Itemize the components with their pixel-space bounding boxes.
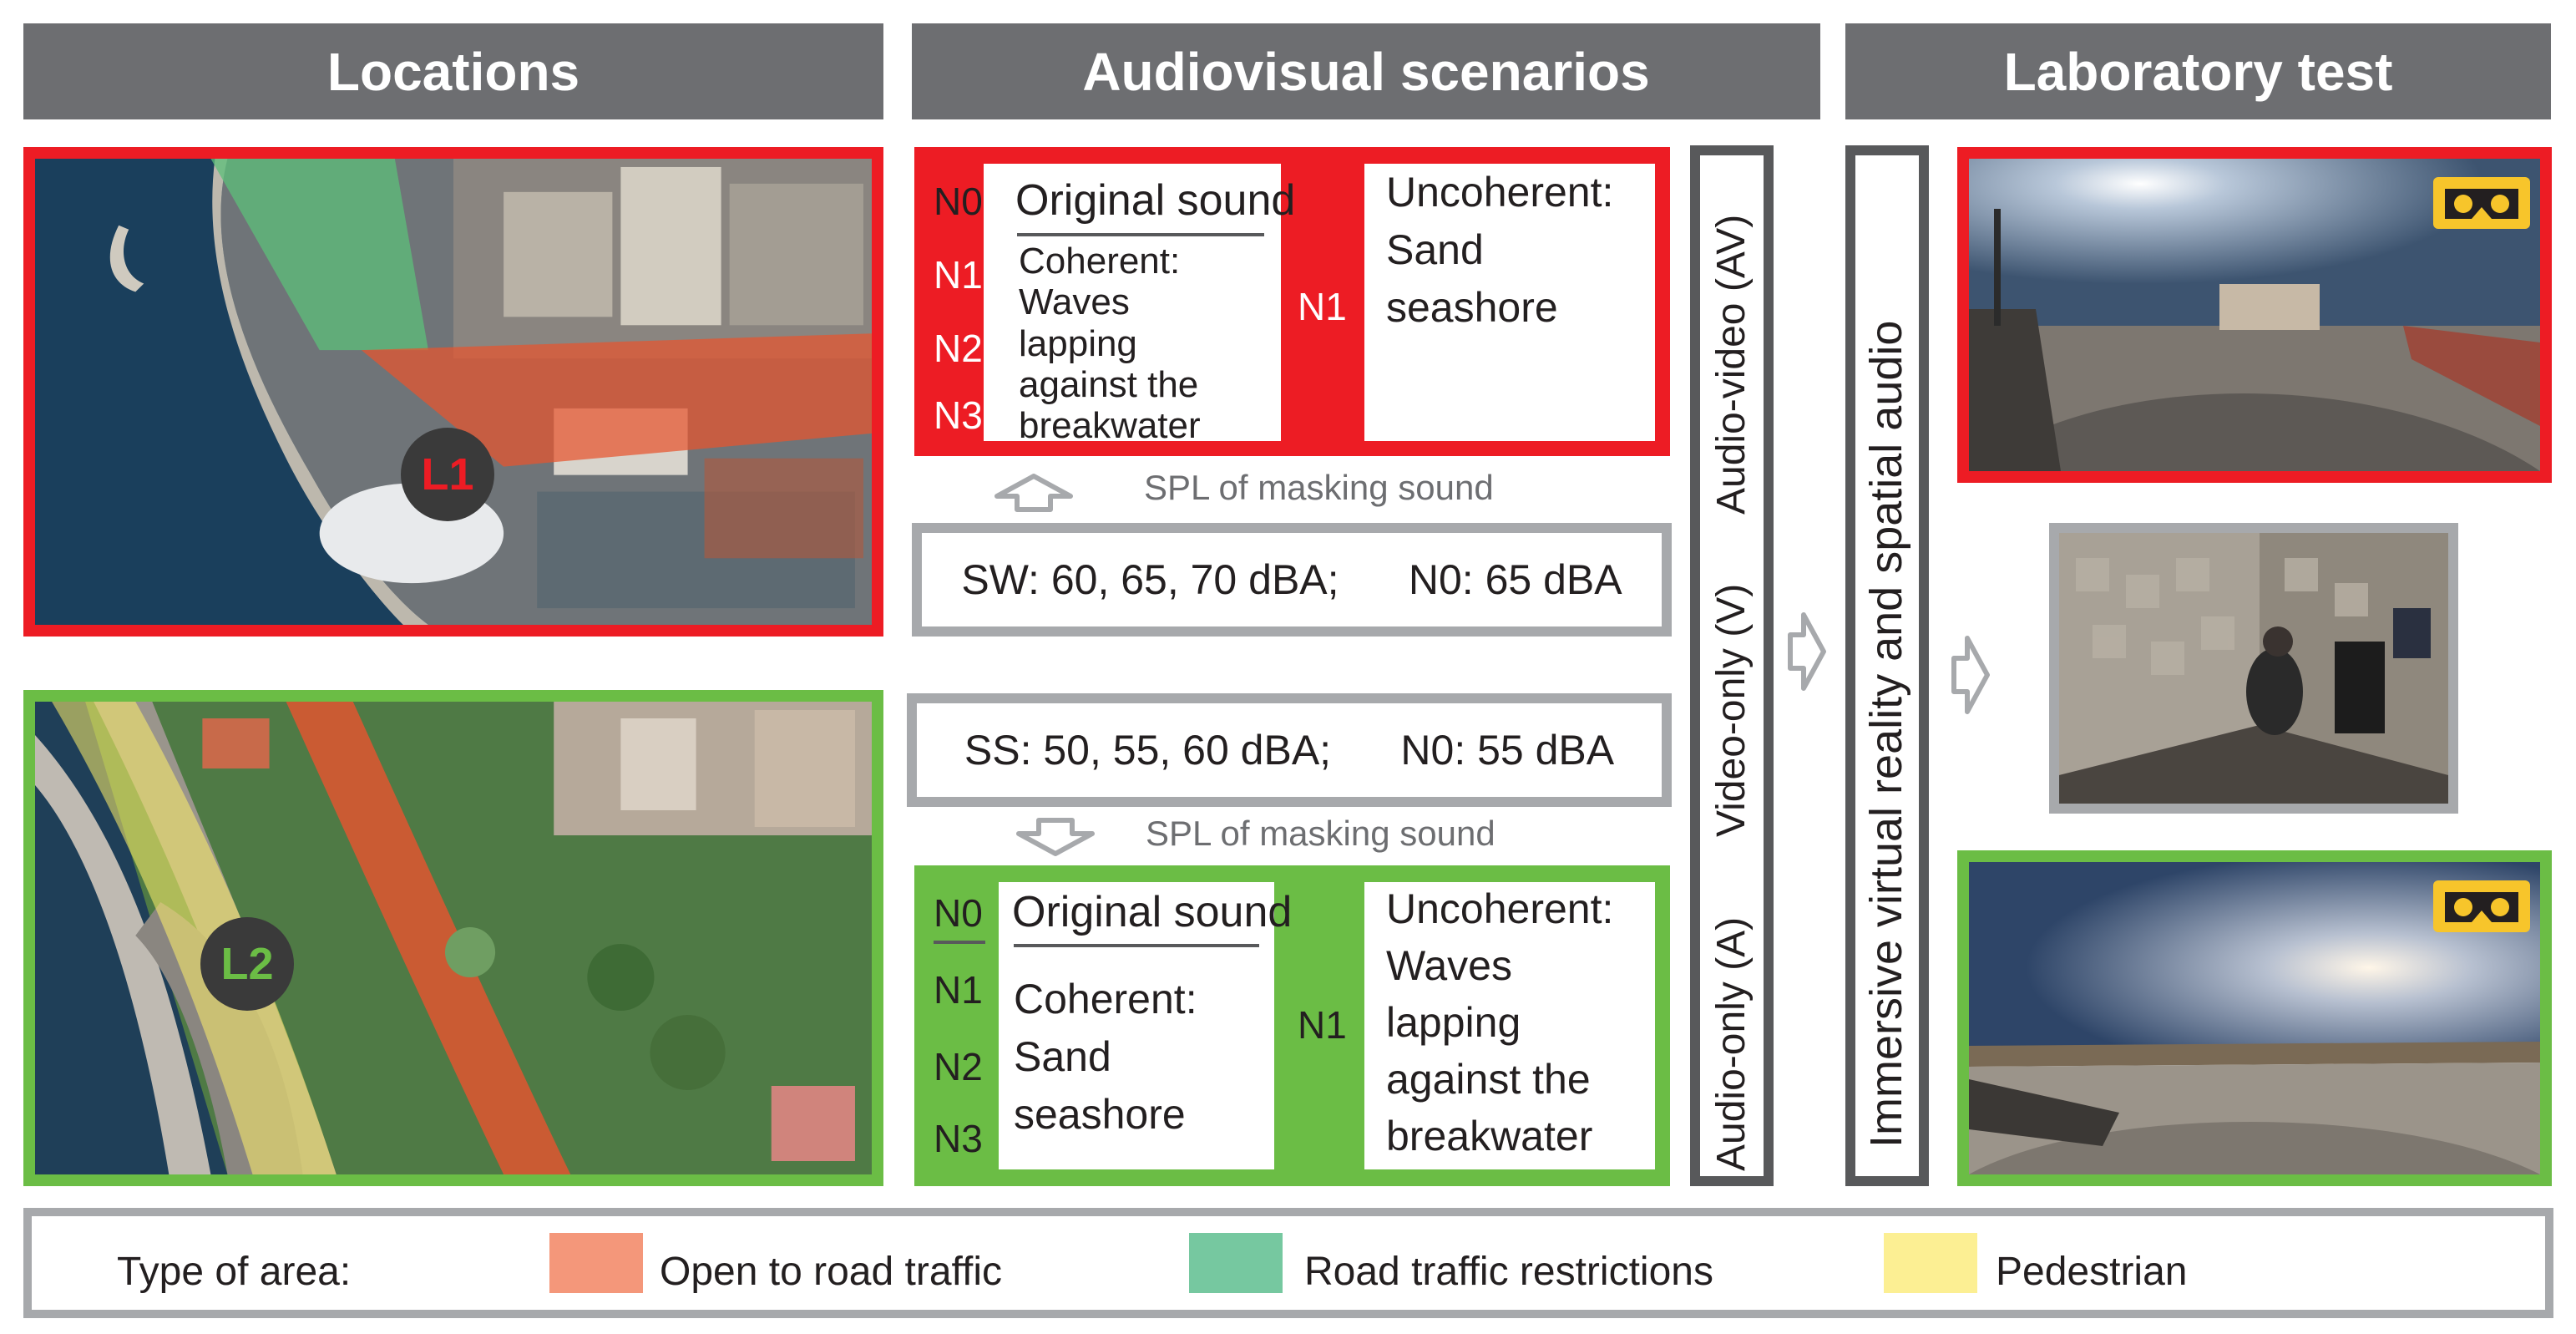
scenario-green-n0-underline <box>934 941 985 944</box>
coherent-line: Coherent: <box>1014 976 1197 1022</box>
condition-audio-only: Audio-only (A) <box>1709 916 1754 1171</box>
scenario-red-n3: N3 <box>934 393 983 437</box>
scenario-red-original-box <box>984 164 1281 441</box>
scenario-red-n1: N1 <box>934 253 983 297</box>
coherent-line: Sand <box>1014 1033 1111 1080</box>
vr-headset-icon <box>2433 177 2530 229</box>
legend-swatch-pedestrian <box>1884 1233 1977 1293</box>
scenario-green-original-label: Original sound <box>1012 888 1293 936</box>
arrow-right-icon <box>1788 612 1826 691</box>
scenario-green-n1: N1 <box>934 968 983 1012</box>
spl-down-label: SPL of masking sound <box>1146 814 1495 853</box>
lab-vr-panorama-l1 <box>1957 147 2552 483</box>
coherent-line: lapping <box>1019 322 1137 364</box>
scenario-red-n1-right: N1 <box>1298 285 1347 328</box>
header-locations-label: Locations <box>326 41 580 102</box>
panorama-l2-image <box>1969 862 2540 1174</box>
scenario-green-divider <box>1014 944 1259 947</box>
scenario-green-original-box <box>999 882 1274 1169</box>
location-l2-marker: L2 <box>200 917 294 1011</box>
sw-spl-text: SW: 60, 65, 70 dBA; N0: 65 dBA <box>961 556 1622 603</box>
scenario-red-divider <box>1017 233 1264 236</box>
scenario-green-uncoherent-box <box>1364 882 1655 1169</box>
legend-label-open-traffic: Open to road traffic <box>660 1250 1003 1294</box>
immersive-label: Immersive virtual reality and spatial au… <box>1861 320 1911 1148</box>
listening-room-image <box>2059 533 2448 804</box>
scenario-red-uncoherent-text: Uncoherent: Sand seashore <box>1386 164 1613 337</box>
scenario-green-coherent-text: Coherent: Sand seashore <box>1014 971 1197 1144</box>
ss-spl-box: SS: 50, 55, 60 dBA; N0: 55 dBA <box>907 693 1672 807</box>
immersive-bar <box>1845 145 1929 1186</box>
coherent-line: against the <box>1019 363 1199 405</box>
uncoherent-line: seashore <box>1386 284 1558 331</box>
location-l1-aerial-photo: L1 <box>23 147 883 637</box>
scenario-red-original-label: Original sound <box>1015 176 1296 225</box>
condition-audio-video: Audio-video (AV) <box>1709 214 1754 515</box>
header-lab: Laboratory test <box>1845 23 2551 119</box>
aerial-photo-l1-image <box>35 159 872 625</box>
uncoherent-line: against the <box>1386 1056 1591 1103</box>
lab-vr-panorama-l2 <box>1957 850 2552 1186</box>
condition-video-only: Video-only (V) <box>1709 583 1754 837</box>
uncoherent-line: Sand <box>1386 226 1484 273</box>
coherent-line: seashore <box>1014 1091 1186 1138</box>
location-l2-aerial-photo: L2 <box>23 690 883 1186</box>
arrow-down-icon <box>1016 818 1095 856</box>
legend-label-traffic-restrictions: Road traffic restrictions <box>1304 1250 1713 1294</box>
scenario-green-n1-right: N1 <box>1298 1003 1347 1047</box>
uncoherent-line: Uncoherent: <box>1386 885 1614 932</box>
header-locations: Locations <box>23 23 883 119</box>
aerial-photo-l2-image <box>35 702 872 1174</box>
sw-spl-box: SW: 60, 65, 70 dBA; N0: 65 dBA <box>912 523 1672 637</box>
header-lab-label: Laboratory test <box>2003 41 2393 102</box>
uncoherent-line: breakwater <box>1386 1113 1593 1159</box>
arrow-right-icon <box>1951 636 1990 714</box>
location-l1-label: L1 <box>421 449 474 500</box>
scenario-green-uncoherent-text: Uncoherent: Waves lapping against the br… <box>1386 880 1613 1164</box>
conditions-bar <box>1690 145 1774 1186</box>
scenario-green-n2: N2 <box>934 1045 983 1088</box>
scenario-red-coherent-text: Coherent: Waves lapping against the brea… <box>1019 241 1201 446</box>
header-scenarios: Audiovisual scenarios <box>912 23 1820 119</box>
arrow-up-icon <box>994 474 1073 512</box>
legend-swatch-traffic-restrictions <box>1189 1233 1283 1293</box>
legend-box <box>23 1208 2553 1318</box>
uncoherent-line: Waves <box>1386 942 1512 989</box>
scenario-red-n2: N2 <box>934 327 983 370</box>
legend-title: Type of area: <box>117 1250 352 1294</box>
scenario-red-uncoherent-box <box>1364 164 1655 441</box>
spl-up-label: SPL of masking sound <box>1144 468 1494 507</box>
lab-listening-room-photo <box>2049 523 2458 814</box>
location-l2-label: L2 <box>220 939 274 989</box>
coherent-line: breakwater <box>1019 405 1201 447</box>
vr-headset-icon <box>2433 880 2530 932</box>
uncoherent-line: lapping <box>1386 999 1521 1046</box>
scenario-red-n0: N0 <box>934 180 983 223</box>
header-scenarios-label: Audiovisual scenarios <box>1082 41 1650 102</box>
legend-label-pedestrian: Pedestrian <box>1996 1250 2188 1294</box>
location-l1-marker: L1 <box>401 428 494 521</box>
legend-swatch-open-traffic <box>549 1233 643 1293</box>
ss-spl-text: SS: 50, 55, 60 dBA; N0: 55 dBA <box>964 727 1615 774</box>
scenario-green-n0: N0 <box>934 891 983 935</box>
uncoherent-line: Uncoherent: <box>1386 169 1614 216</box>
coherent-line: Coherent: <box>1019 241 1181 282</box>
scenario-green-n3: N3 <box>934 1117 983 1160</box>
coherent-line: Waves <box>1019 282 1130 323</box>
